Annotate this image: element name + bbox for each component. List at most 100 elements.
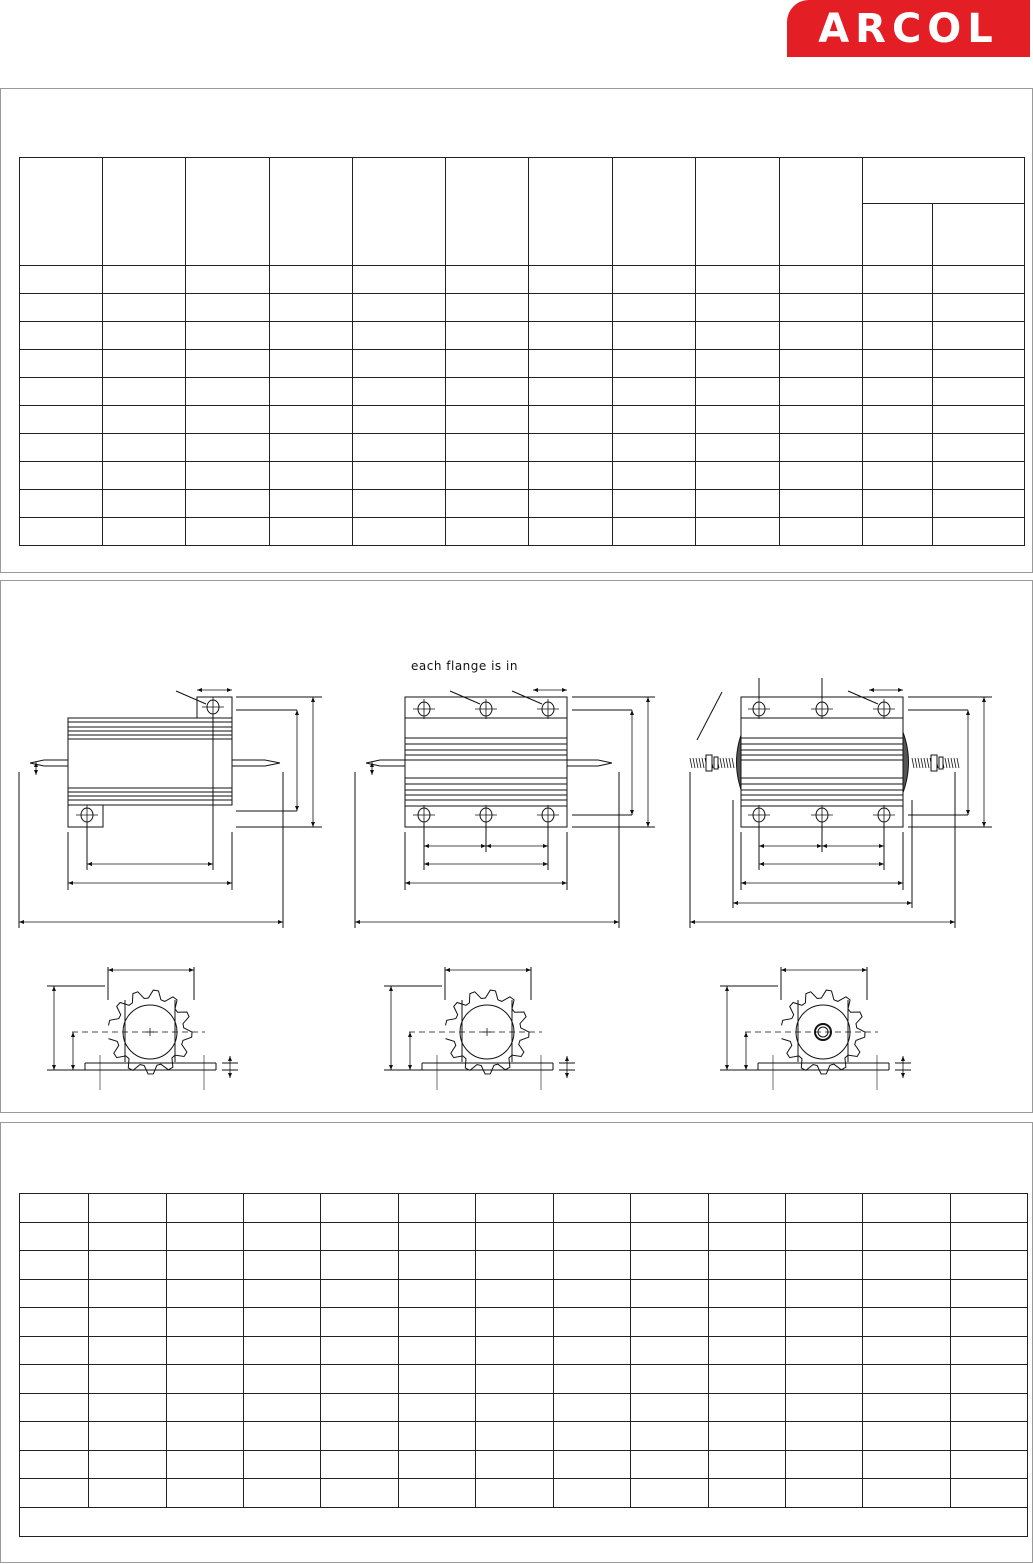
table-row (19, 461, 1025, 490)
table-cell (950, 1449, 1028, 1479)
table-cell (19, 1421, 89, 1451)
table-cell (785, 1392, 863, 1422)
table-footer (19, 1506, 1028, 1537)
header-cell (445, 157, 529, 266)
table-cell (785, 1250, 863, 1280)
table-cell (88, 1221, 167, 1251)
table-cell (553, 1278, 631, 1308)
table-cell (19, 1278, 89, 1308)
table-row (19, 433, 1025, 462)
header-cell (612, 157, 696, 266)
table-cell (166, 1221, 244, 1251)
table-cell (88, 1449, 167, 1479)
table-row (19, 517, 1025, 546)
table-cell (445, 433, 529, 462)
table-cell (398, 1221, 476, 1251)
table-cell (320, 1392, 399, 1422)
table-cell (243, 1307, 321, 1337)
table-cell (950, 1392, 1028, 1422)
table-cell (950, 1478, 1028, 1508)
table-cell (779, 405, 863, 434)
table-cell (612, 489, 696, 518)
table-cell (19, 1221, 89, 1251)
table-cell (695, 293, 780, 322)
table-cell (19, 1193, 89, 1223)
table-cell (708, 1221, 786, 1251)
table-cell (553, 1449, 631, 1479)
table-cell (630, 1307, 709, 1337)
table-cell (708, 1449, 786, 1479)
table-cell (612, 517, 696, 546)
table-row (19, 489, 1025, 518)
table-cell (398, 1478, 476, 1508)
table-cell (185, 321, 270, 350)
table-cell (862, 1307, 951, 1337)
table-cell (475, 1449, 554, 1479)
table-cell (932, 433, 1025, 462)
table-cell (612, 349, 696, 378)
table-cell (612, 433, 696, 462)
table-cell (243, 1193, 321, 1223)
table-cell (932, 405, 1025, 434)
table-cell (932, 517, 1025, 546)
table-cell (269, 517, 353, 546)
table-cell (398, 1335, 476, 1365)
table-cell (88, 1250, 167, 1280)
table-cell (320, 1335, 399, 1365)
table-cell (695, 349, 780, 378)
table-cell (352, 517, 446, 546)
table-cell (708, 1307, 786, 1337)
dimensions-table (19, 1193, 1028, 1537)
table-cell (785, 1364, 863, 1394)
table-cell (695, 321, 780, 350)
table-cell (785, 1221, 863, 1251)
table-cell (785, 1335, 863, 1365)
table-row (19, 293, 1025, 322)
specifications-table (19, 157, 1025, 546)
table-cell (475, 1278, 554, 1308)
table-cell (553, 1193, 631, 1223)
table-cell (88, 1307, 167, 1337)
table-cell (243, 1449, 321, 1479)
table-cell (88, 1478, 167, 1508)
table-row (19, 1278, 1028, 1308)
table-cell (950, 1364, 1028, 1394)
table-cell (630, 1392, 709, 1422)
table-cell (320, 1278, 399, 1308)
table-row (19, 377, 1025, 406)
table-cell (243, 1364, 321, 1394)
table-cell (398, 1250, 476, 1280)
table-cell (166, 1392, 244, 1422)
table-cell (950, 1421, 1028, 1451)
table-cell (779, 321, 863, 350)
table-cell (950, 1250, 1028, 1280)
table-cell (166, 1278, 244, 1308)
table-cell (785, 1478, 863, 1508)
arcol-logo: ARCOL (787, 0, 1030, 57)
table-cell (88, 1364, 167, 1394)
table-cell (88, 1421, 167, 1451)
table-row (19, 1392, 1028, 1422)
table-cell (320, 1421, 399, 1451)
table-cell (185, 517, 270, 546)
table-cell (19, 1449, 89, 1479)
header-cell (528, 157, 613, 266)
table-cell (708, 1364, 786, 1394)
table-cell (475, 1335, 554, 1365)
table-cell (630, 1449, 709, 1479)
table-cell (779, 293, 863, 322)
table-cell (19, 517, 103, 546)
table-cell (320, 1221, 399, 1251)
table-cell (398, 1193, 476, 1223)
table-cell (553, 1421, 631, 1451)
table-cell (528, 349, 613, 378)
table-cell (166, 1193, 244, 1223)
table-cell (862, 1250, 951, 1280)
table-row (19, 1193, 1028, 1223)
table-cell (445, 489, 529, 518)
header-cell (352, 157, 446, 266)
table-cell (19, 405, 103, 434)
table-cell (19, 1392, 89, 1422)
table-cell (630, 1193, 709, 1223)
table-cell (785, 1278, 863, 1308)
